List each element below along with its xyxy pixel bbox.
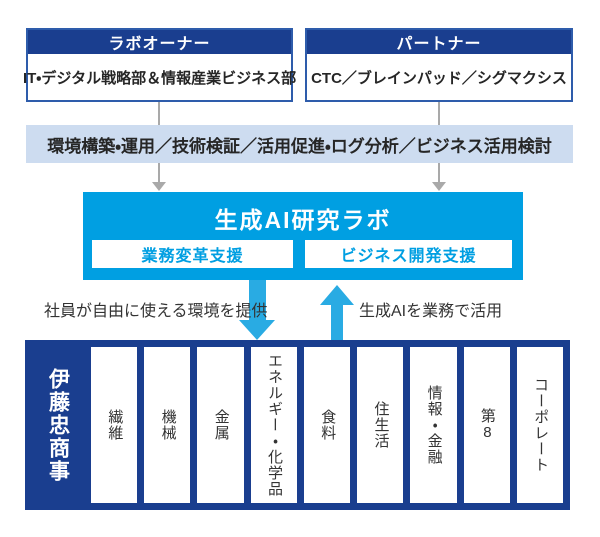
division-food: 食料 — [303, 347, 351, 503]
gray-arrow-left-stem — [158, 163, 160, 184]
division-metals: 金属 — [197, 347, 244, 503]
partner-body: CTC／ブレインパッド／シグマクシス — [311, 69, 567, 87]
gray-arrow-right-stem — [438, 163, 440, 184]
blue-down-arrow-stem — [249, 280, 266, 321]
partner-header: パートナー — [307, 30, 571, 54]
company-name-text: 伊藤忠商事 — [46, 367, 70, 483]
connector-line-right — [438, 102, 440, 125]
arrow-down-icon — [152, 182, 166, 191]
support-business-transformation: 業務変革支援 — [92, 240, 293, 268]
gen-ai-lab-title: 生成AI研究ラボ — [214, 207, 392, 233]
division-energy-chemicals: エネルギー・化学品 — [250, 347, 297, 503]
itochu-company-box: 伊藤忠商事 繊維 機械 金属 エネルギー・化学品 食料 住生活 情報・金融 第8… — [25, 340, 570, 510]
lab-owner-box: ラボオーナー IT・デジタル戦略部＆情報産業ビジネス部 — [22, 28, 297, 102]
arrow-down-icon — [432, 182, 446, 191]
blue-up-arrow-stem — [331, 304, 343, 340]
company-name: 伊藤忠商事 — [25, 340, 91, 510]
up-arrow-label: 生成AIを業務で活用 — [359, 303, 503, 320]
down-arrow-label: 社員が自由に使える環境を提供 — [44, 303, 268, 320]
gen-ai-lab-box: 生成AI研究ラボ 業務変革支援 ビジネス開発支援 — [83, 192, 523, 280]
arrow-down-icon — [239, 320, 275, 340]
division-corporate: コーポレート — [516, 347, 563, 503]
division-list: 繊維 機械 金属 エネルギー・化学品 食料 住生活 情報・金融 第8 コーポレー… — [91, 347, 563, 503]
division-8th: 第8 — [463, 347, 510, 503]
support-business-development: ビジネス開発支援 — [305, 240, 512, 268]
activities-band: 環境構築・運用／技術検証／活用促進・ログ分析／ビジネス活用検討 — [26, 125, 573, 163]
lab-owner-body: IT・デジタル戦略部＆情報産業ビジネス部 — [22, 69, 297, 87]
division-textile: 繊維 — [91, 347, 138, 503]
lab-owner-header: ラボオーナー — [28, 30, 291, 54]
connector-line-left — [158, 102, 160, 125]
partner-box: パートナー CTC／ブレインパッド／シグマクシス — [305, 28, 573, 102]
division-machinery: 機械 — [144, 347, 191, 503]
division-general-products: 住生活 — [357, 347, 404, 503]
arrow-up-icon — [320, 285, 354, 305]
division-ict-financial: 情報・金融 — [410, 347, 457, 503]
